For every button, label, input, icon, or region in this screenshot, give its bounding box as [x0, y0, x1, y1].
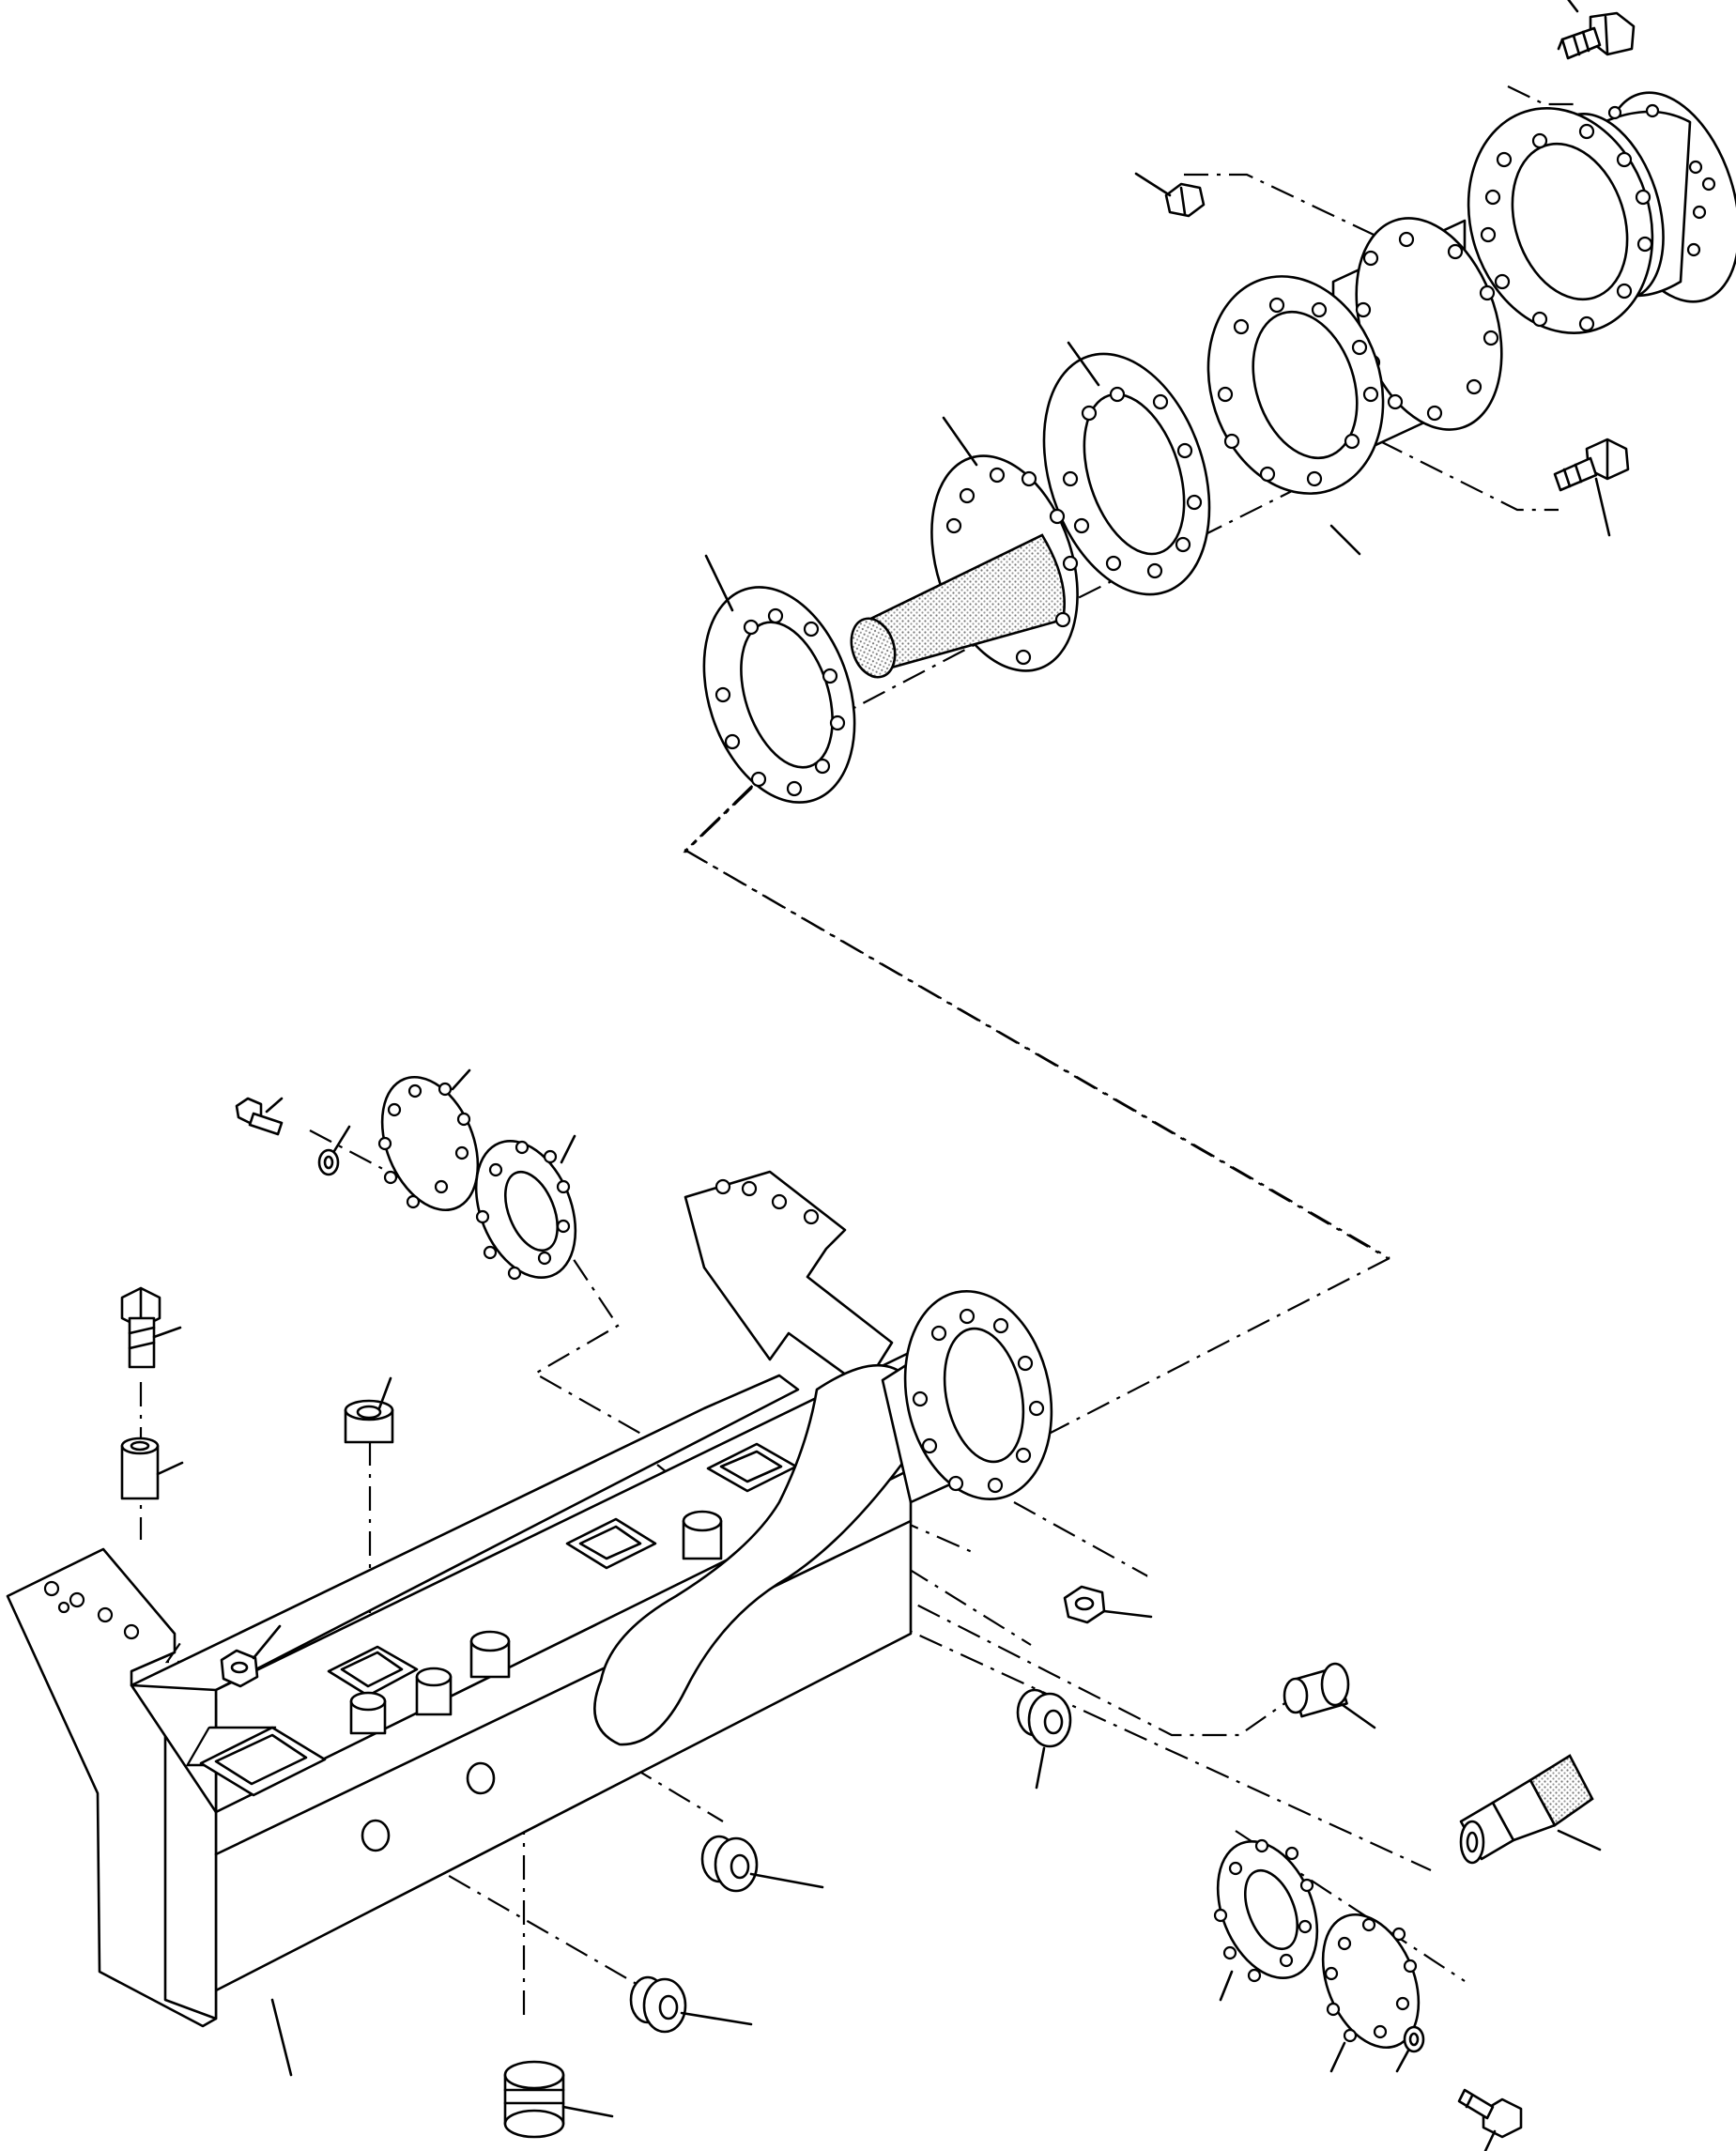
gasket-lower-right-icon	[1213, 1838, 1319, 1983]
leader-line	[1067, 341, 1100, 387]
leader-line	[265, 1097, 284, 1114]
leader-line	[1341, 1703, 1376, 1729]
leader-line	[1219, 1970, 1234, 2002]
frame-nut-icon	[220, 1649, 259, 1688]
leader-line	[152, 1326, 182, 1339]
leader-line	[1594, 477, 1611, 537]
leader-line	[1483, 2129, 1497, 2151]
plug-lower-1-icon	[700, 1835, 759, 1893]
frame-bolt-icon	[120, 1286, 161, 1369]
plug-right-icon	[1283, 1662, 1350, 1718]
leader-line	[156, 1461, 184, 1476]
washer-lower-right-icon	[1403, 2025, 1425, 2053]
gasket-left-icon	[474, 1139, 577, 1281]
leader-line	[270, 1998, 293, 2077]
hex-bolt-top-icon	[1557, 11, 1636, 60]
leader-line	[1329, 524, 1361, 556]
leader-line	[1035, 1746, 1046, 1790]
leader-line	[560, 1134, 576, 1164]
leader-line	[377, 1376, 392, 1410]
leader-line	[704, 554, 734, 612]
ring-plate-large-icon	[1467, 107, 1654, 334]
spacer-tube-icon	[1206, 217, 1503, 495]
leader-line	[561, 2105, 614, 2118]
leader-line	[252, 1624, 282, 1660]
hex-bolt-right-icon	[1553, 438, 1630, 492]
hex-nut-upper-icon	[1164, 182, 1206, 218]
bolt-left-icon	[235, 1097, 284, 1136]
main-frame-beam-icon	[6, 1170, 913, 2028]
leader-line	[1329, 2041, 1346, 2073]
leader-line	[451, 1068, 471, 1091]
leader-line	[1134, 172, 1172, 197]
leader-line	[942, 416, 978, 467]
elbow-tube-flange-icon	[593, 1290, 1053, 1746]
leader-line	[1567, 0, 1579, 13]
bolt-lower-right-icon	[1457, 2088, 1523, 2139]
drain-plug-bottom-icon	[503, 2060, 565, 2139]
washer-left-icon	[317, 1148, 340, 1176]
frame-bushing-icon	[120, 1437, 160, 1500]
nut-right-icon	[1063, 1585, 1106, 1624]
leader-line	[332, 1125, 351, 1153]
cover-lower-right-icon	[1321, 1913, 1421, 2050]
quick-coupler-icon	[1459, 1754, 1594, 1865]
gasket-ring-icon	[1042, 352, 1211, 596]
plug-upper-icon	[344, 1399, 394, 1444]
leader-line	[1395, 2049, 1410, 2073]
leader-line	[680, 2011, 753, 2026]
end-gasket-icon	[702, 586, 856, 804]
plug-center-icon	[1016, 1688, 1072, 1748]
cover-plate-left-icon	[377, 1075, 480, 1212]
plug-lower-2-icon	[629, 1975, 687, 2034]
leader-line	[749, 1872, 824, 1889]
leader-line	[1102, 1609, 1153, 1619]
leader-line	[1557, 1829, 1602, 1851]
